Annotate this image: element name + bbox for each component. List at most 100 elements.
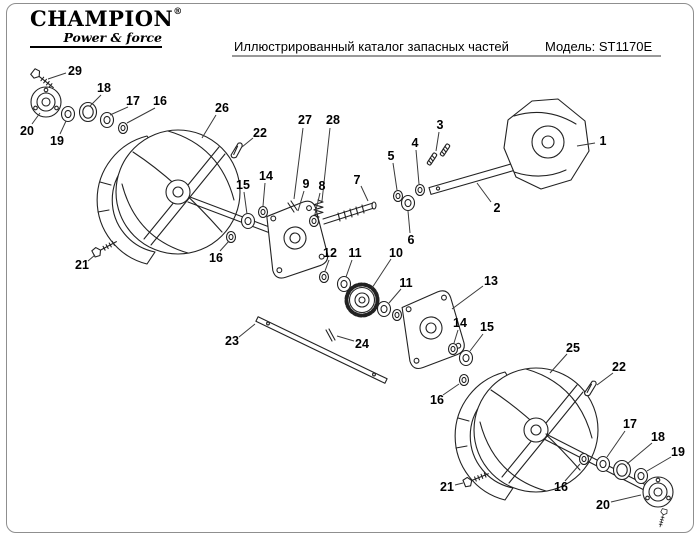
callout-leader-28-9 [321,127,331,202]
callout-leader-16-3 [126,107,156,124]
part-22-clip-right [583,378,598,398]
callout-leader-19-6 [59,120,67,135]
callout-number-22-34: 22 [612,360,626,374]
brand-tagline: Power & force [30,30,162,48]
callout-number-16-39: 16 [554,480,568,494]
part-24-pin [325,328,336,342]
callout-number-14-18: 14 [259,169,273,183]
part-1-housing-panel [503,98,590,190]
callout-leader-12-23 [324,259,330,272]
part-18-ring-left [78,101,98,123]
callout-number-6-16: 6 [408,233,415,247]
part-25-impeller-right [454,367,599,501]
part-16-washer-topleft [117,121,129,135]
callout-leader-25-33 [549,353,568,374]
callout-number-20-5: 20 [20,124,34,138]
callout-leader-17-2 [109,106,129,116]
callout-number-19-6: 19 [50,134,64,148]
callout-leader-14-28 [453,329,459,344]
part-17-washer-right [595,455,611,473]
callout-number-9-19: 9 [303,177,310,191]
callout-number-11-24: 11 [348,246,361,260]
callout-leader-1-11 [576,142,596,147]
part-15-ring-mid [240,212,256,230]
part-3-spring-a [426,151,438,167]
part-11-washer-a [336,275,352,293]
part-10-gear [344,282,380,318]
callout-number-15-29: 15 [480,320,494,334]
callout-leader-20-5 [31,112,41,125]
part-27-pin [287,200,298,213]
callout-leader-15-17 [243,191,248,215]
callout-leader-18-1 [89,94,102,107]
callout-leader-5-13 [392,162,398,191]
callout-number-25-33: 25 [566,341,580,355]
callout-leader-18-36 [626,442,653,465]
callout-leader-2-15 [476,182,492,203]
callout-leader-15-29 [469,333,484,352]
callout-number-8-20: 8 [319,179,326,193]
callout-number-19-37: 19 [671,445,685,459]
callout-leader-16-21 [219,240,230,252]
callout-number-15-17: 15 [236,178,250,192]
model-label: Модель: ST1170E [545,39,653,54]
callout-leader-21-22 [87,254,96,262]
part-5-washer [392,189,404,203]
part-16-washer-mid [225,230,237,244]
callout-number-21-22: 21 [75,258,89,272]
impeller-wheel-right [473,367,599,493]
washer-extra [391,308,403,322]
callout-number-18-1: 18 [97,81,111,95]
callout-number-23-30: 23 [225,334,239,348]
callout-number-22-7: 22 [253,126,267,140]
callout-number-16-21: 16 [209,251,223,265]
callout-leader-23-30 [238,323,256,338]
part-4-washer [414,183,426,197]
callout-number-11-26: 11 [399,276,412,290]
callout-number-10-25: 10 [389,246,403,260]
part-12-washer [318,270,330,284]
part-14-washer-right [447,342,459,356]
diagram-art [29,67,674,529]
part-19-washer-right [633,467,649,485]
brand-text: CHAMPION [30,6,174,31]
callout-leader-10-25 [371,258,392,289]
gear-cluster [318,270,403,322]
part-26-impeller-left [96,129,241,265]
callout-leader-11-24 [345,259,353,278]
callout-leader-19-37 [646,456,672,472]
part-3-spring-b [439,142,451,158]
part-16-washer-right [458,373,470,387]
callout-number-29-0: 29 [68,64,82,78]
callout-leader-27-8 [293,127,304,200]
part-23-axle [255,316,388,384]
callout-number-2-15: 2 [494,201,501,215]
brand-name: CHAMPION® [30,8,182,30]
callout-number-17-35: 17 [623,417,637,431]
part-19-washer-left [60,105,76,123]
callout-leader-16-39 [564,463,581,482]
callout-number-26-4: 26 [215,101,229,115]
registered-mark: ® [173,7,183,17]
part-7-worm-shaft [322,201,377,225]
callout-leader-22-7 [241,137,254,148]
catalog-title: Иллюстрированный каталог запасных частей [234,39,509,54]
bolt-bottom-right [656,508,669,529]
callout-leader-4-12 [415,149,420,185]
callout-leader-22-34 [596,372,614,386]
part-15-ring-right [458,349,474,367]
callout-number-1-11: 1 [600,134,607,148]
impeller-wheel-left [115,129,241,255]
callout-number-12-23: 12 [323,246,337,260]
callout-number-18-36: 18 [651,430,665,444]
callout-leader-16-32 [442,383,460,396]
callout-leader-11-26 [388,288,402,304]
callout-leader-26-4 [201,114,217,139]
callout-number-28-9: 28 [326,113,340,127]
callout-number-16-3: 16 [153,94,167,108]
callout-number-4-12: 4 [412,136,419,150]
callout-number-21-38: 21 [440,480,454,494]
callout-number-5-13: 5 [388,149,395,163]
